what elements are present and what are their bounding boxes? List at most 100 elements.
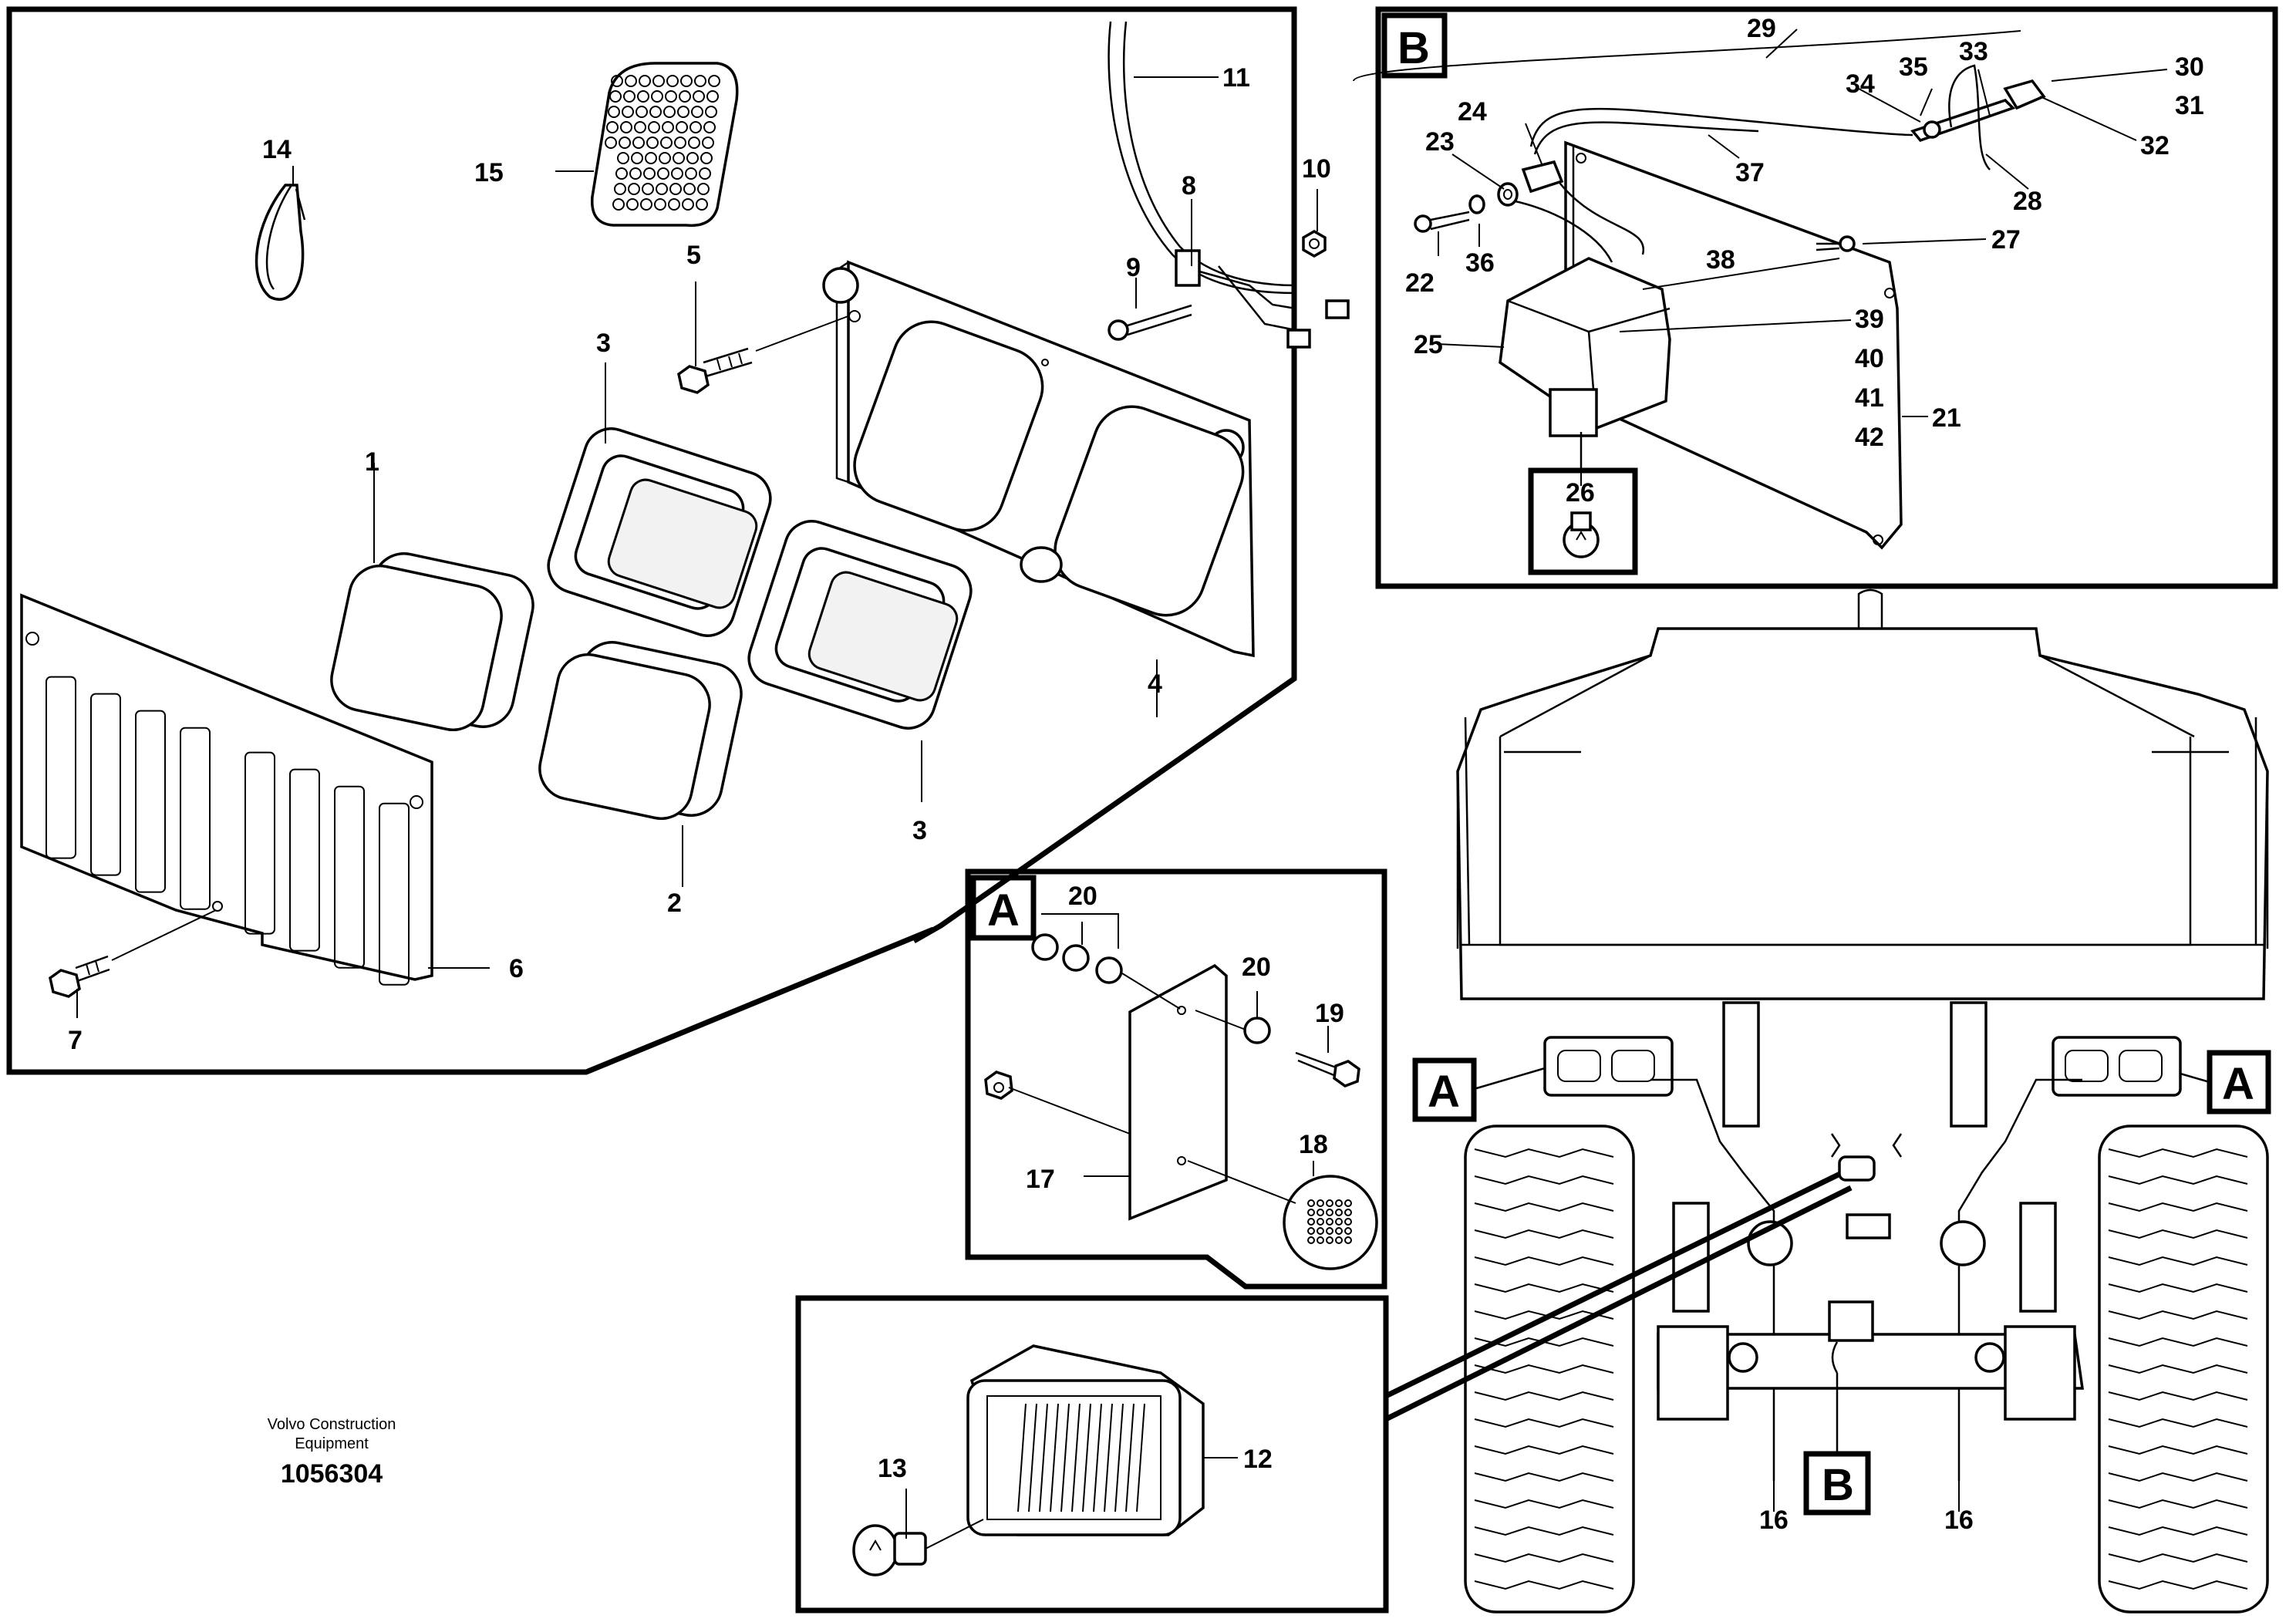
lens-line — [1114, 1403, 1124, 1512]
reflector-dot — [614, 183, 626, 195]
tyre-tread — [2108, 1175, 2248, 1185]
reflector-dot — [639, 75, 651, 87]
lens-frame-3b — [747, 520, 973, 730]
tyre-tread — [1474, 1229, 1614, 1239]
reflector-dot — [626, 198, 639, 211]
callout-10: 10 — [1302, 154, 1331, 184]
callout-32: 32 — [2140, 131, 2170, 160]
reflector-dot — [1344, 1218, 1352, 1226]
tyre-tread — [1474, 1526, 1614, 1536]
reflector-dot — [679, 90, 691, 103]
inset-a-guides — [1008, 973, 1296, 1204]
grille-slot — [180, 727, 211, 910]
tyre-tread — [2108, 1553, 2248, 1563]
caption-line-1: Volvo Construction — [268, 1416, 396, 1433]
reflector-dot — [642, 183, 654, 195]
reflector-dot — [617, 152, 629, 164]
reflector-dot — [636, 106, 648, 118]
vehicle-pointer-lines — [1473, 1067, 2210, 1454]
callout-4: 4 — [1148, 669, 1162, 699]
grille-slot — [46, 676, 76, 859]
reflector-dot — [686, 152, 699, 164]
lens-line — [1093, 1403, 1102, 1512]
tyre-tread — [1474, 1175, 1614, 1185]
reflector-dot — [699, 167, 711, 180]
tyre-tread — [2108, 1202, 2248, 1212]
reflector-dot — [1307, 1236, 1315, 1244]
reflector-dot — [659, 152, 671, 164]
callout-26: 26 — [1566, 478, 1595, 508]
reflector-dot — [629, 167, 642, 180]
reflector-dot — [1335, 1227, 1343, 1235]
bolt-5 — [677, 314, 853, 394]
callout-11: 11 — [1222, 63, 1250, 93]
lamp-inset-connector — [1384, 1165, 1853, 1422]
vehicle-rear-view — [1456, 588, 2269, 1614]
reflector-dot — [649, 106, 662, 118]
bolt-9 — [1108, 304, 1192, 341]
callout-20b: 20 — [1242, 953, 1271, 982]
callout-36: 36 — [1465, 248, 1495, 278]
reflector-dot — [674, 137, 686, 149]
tyre-tread — [1474, 1283, 1614, 1293]
tyre-tread — [1474, 1472, 1614, 1482]
reflector-dot — [657, 167, 669, 180]
callout-2: 2 — [667, 889, 682, 918]
callout-18: 18 — [1299, 1130, 1328, 1159]
reflector-dot — [669, 183, 682, 195]
lens-frame-3a — [547, 427, 772, 637]
reflector-dot — [1344, 1236, 1352, 1244]
document-number: 1056304 — [281, 1459, 383, 1489]
lens-line — [1050, 1403, 1059, 1512]
tyre-tread — [1474, 1553, 1614, 1563]
reflector-dot — [634, 121, 646, 133]
tyre-tread — [1474, 1391, 1614, 1401]
callout-14: 14 — [262, 135, 292, 164]
callout-6: 6 — [509, 954, 524, 983]
reflector-dot — [673, 152, 685, 164]
tyre-tread — [2108, 1499, 2248, 1509]
reflector-dot — [665, 90, 677, 103]
callout-24: 24 — [1458, 97, 1487, 126]
inset-a-label-box — [970, 875, 1037, 941]
tyre-tread — [2108, 1418, 2248, 1428]
tyre-tread — [2108, 1526, 2248, 1536]
reflector-dot — [1307, 1218, 1315, 1226]
grille-slot — [90, 693, 121, 876]
reflector-dot — [605, 137, 617, 149]
reflector-dot — [637, 90, 649, 103]
callout-7: 7 — [68, 1026, 83, 1055]
callout-15: 15 — [474, 158, 504, 187]
lens-line — [1136, 1403, 1145, 1512]
callout-33: 33 — [1959, 37, 1988, 66]
reflector-dot — [1317, 1218, 1324, 1226]
reflector-dot — [1326, 1236, 1333, 1244]
callout-3b: 3 — [912, 816, 927, 845]
reflector-dot — [708, 75, 720, 87]
reflector-18 — [1283, 1175, 1378, 1270]
tyre-tread — [1474, 1418, 1614, 1428]
reflector-dot — [697, 183, 710, 195]
reflector-dot — [1344, 1199, 1352, 1207]
reflector-dot — [1335, 1218, 1343, 1226]
reflector-dot — [608, 106, 620, 118]
lens-line — [1104, 1403, 1113, 1512]
clip-24 — [1521, 160, 1564, 194]
tyre-tread — [1474, 1364, 1614, 1374]
cable-tie-14 — [255, 184, 306, 301]
reflector-dot — [696, 198, 708, 211]
callout-27: 27 — [1991, 225, 2021, 255]
reflector-dot — [622, 106, 634, 118]
reflector-dot — [606, 121, 619, 133]
callout-31: 31 — [2175, 91, 2204, 120]
reflector-dot — [693, 90, 705, 103]
reflector-15 — [591, 62, 739, 228]
reflector-dot — [632, 137, 645, 149]
reflector-dot — [691, 106, 703, 118]
reflector-dot — [1307, 1209, 1315, 1216]
callout-28: 28 — [2013, 187, 2042, 216]
callout-16b: 16 — [1944, 1506, 1974, 1535]
reflector-dot — [648, 121, 660, 133]
reflector-dot — [640, 198, 652, 211]
